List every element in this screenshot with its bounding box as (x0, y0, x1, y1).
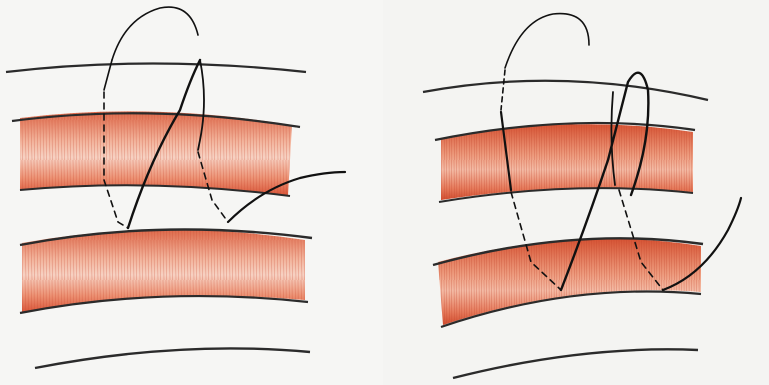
tissue-outline-line (35, 348, 310, 368)
tissue-outline-line (6, 64, 306, 73)
muscle-band-lower (20, 229, 312, 313)
left-illustration-svg (0, 0, 383, 385)
panel-left-illustration (0, 0, 383, 385)
muscle-band-upper (435, 123, 695, 202)
tissue-outline-line (453, 349, 698, 378)
tissue-outline-line (423, 81, 708, 100)
panel-right-illustration (383, 0, 769, 385)
right-illustration-svg (383, 0, 769, 385)
muscle-band-lower (433, 238, 703, 327)
